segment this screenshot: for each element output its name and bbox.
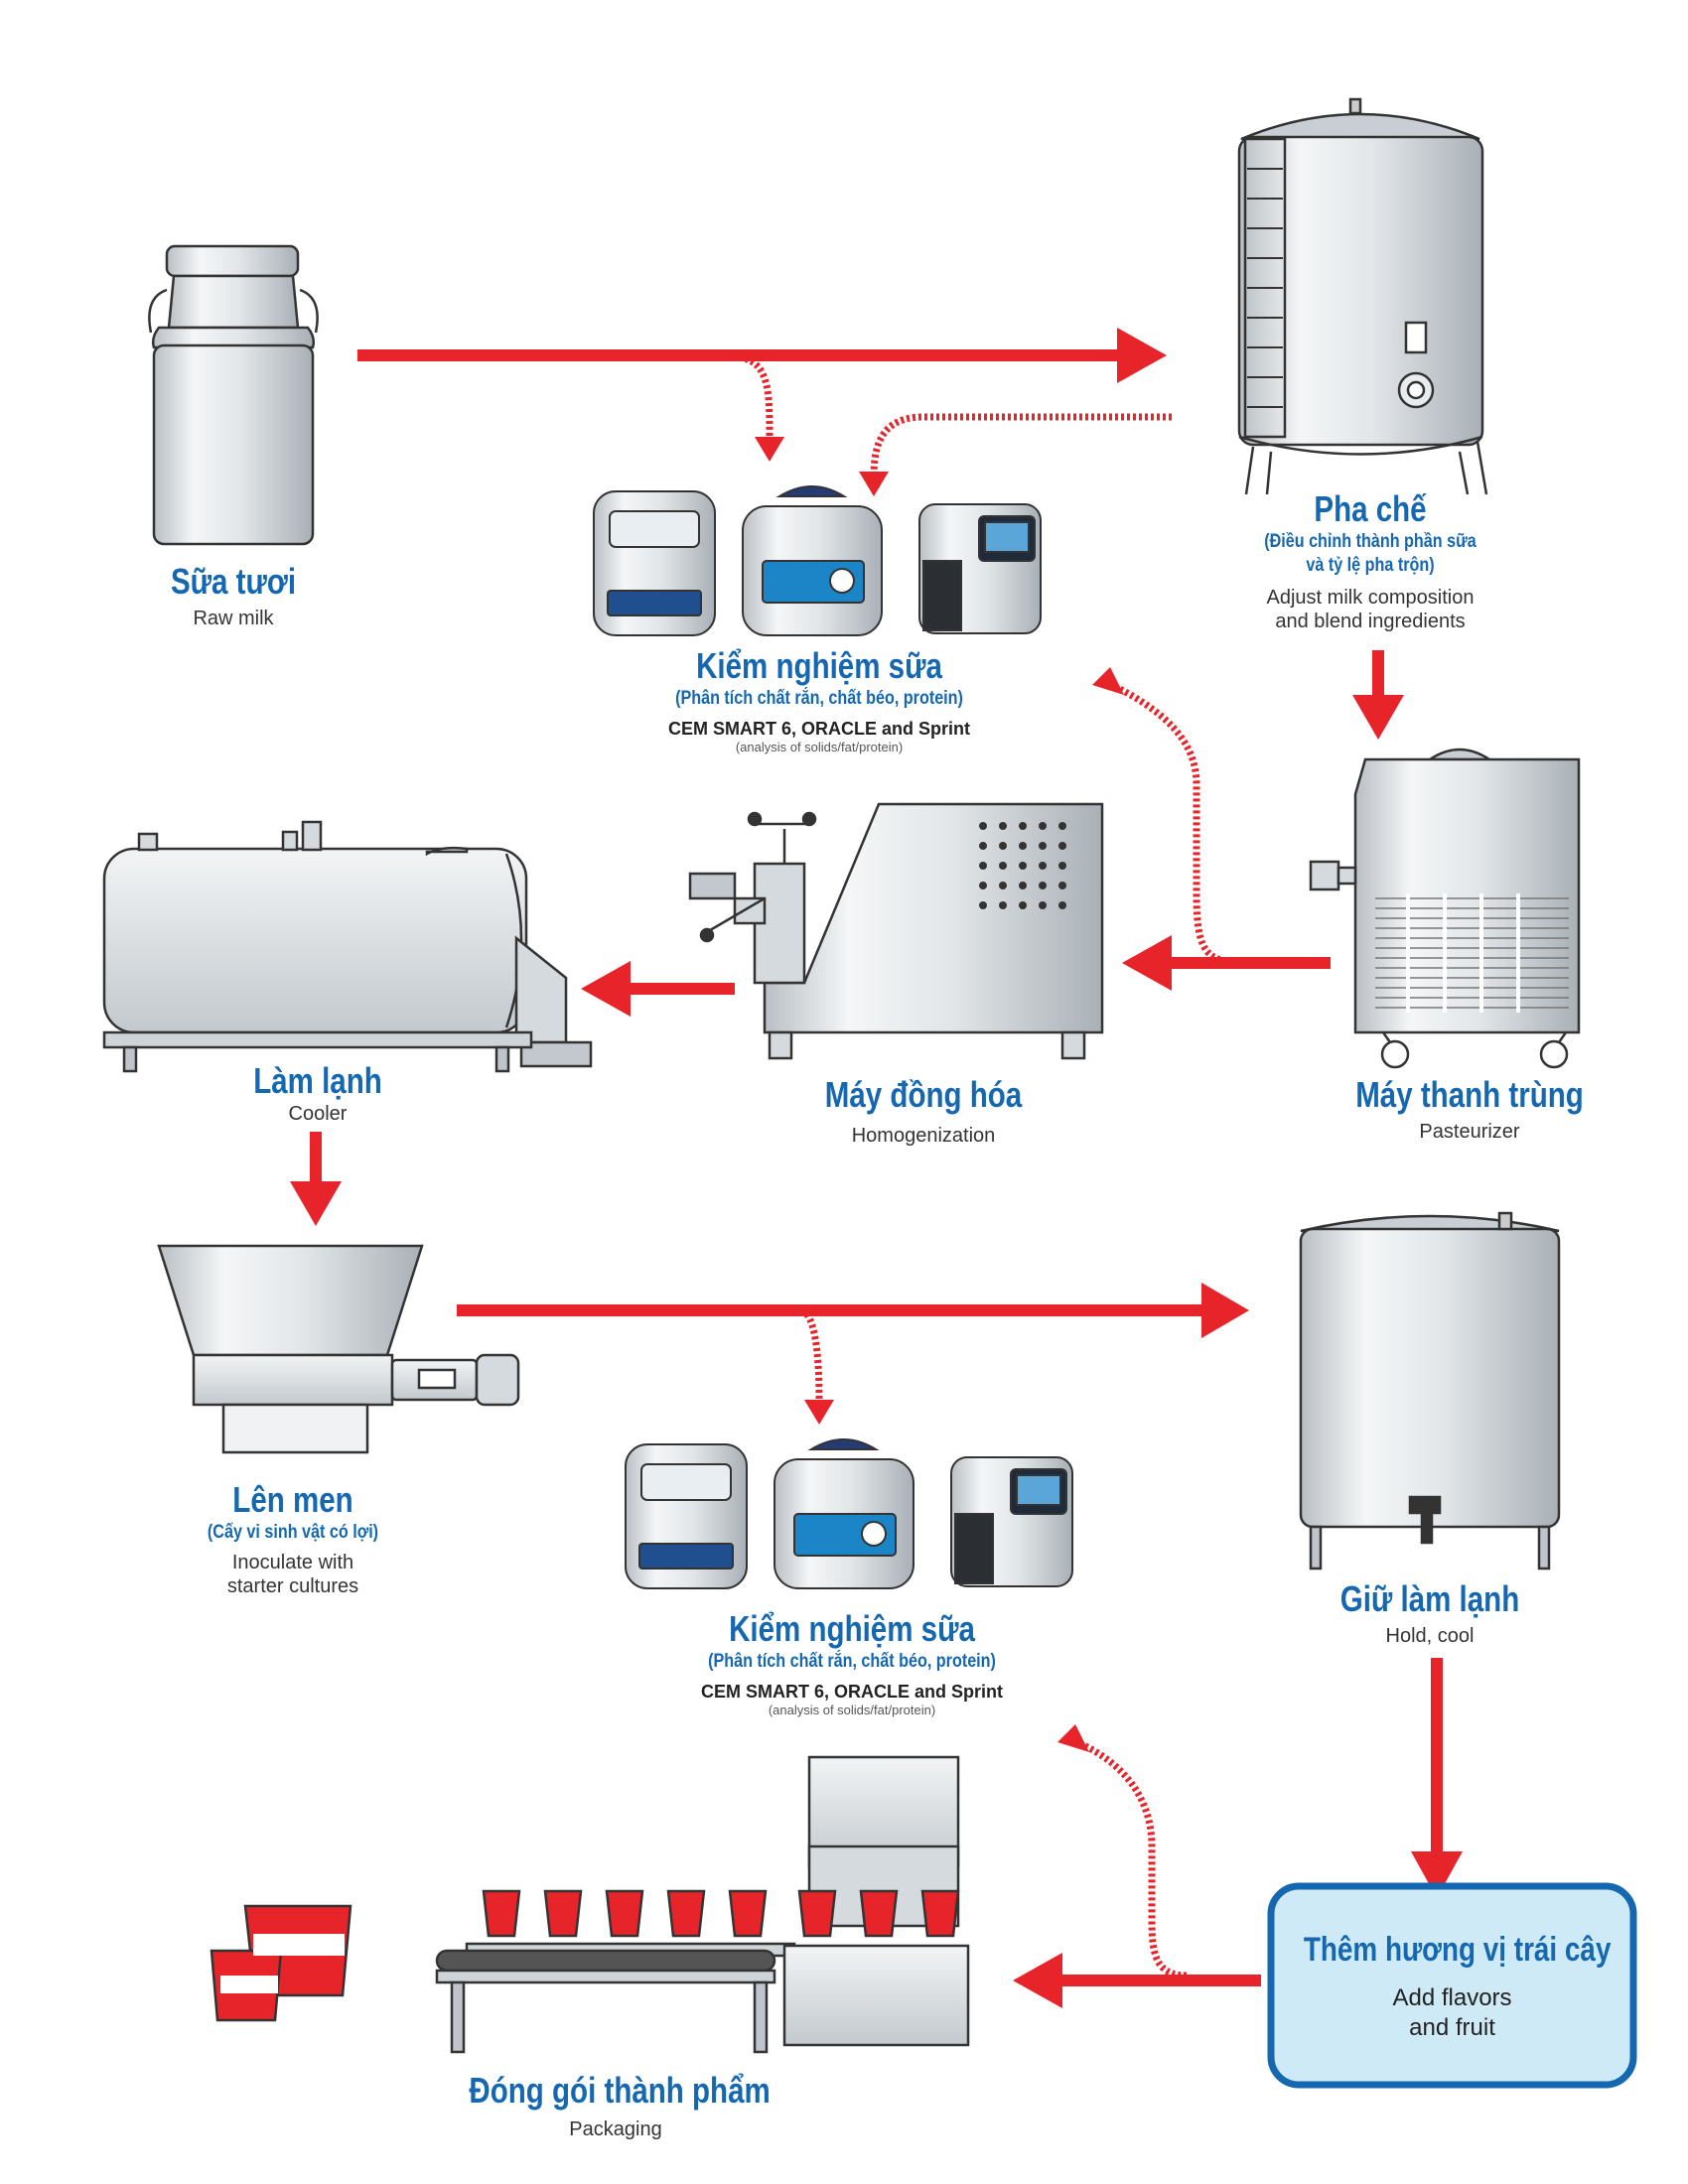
- dotted-arrow-sample-1: [739, 353, 774, 438]
- pasteurizer-label: Máy thanh trùng Pasteurizer: [1321, 1074, 1618, 1144]
- homogenizer-illustration: [688, 802, 1104, 1060]
- fermentation-title: Lên men: [232, 1479, 353, 1520]
- testing-1-title: Kiểm nghiệm sữa: [696, 645, 942, 686]
- hold-cool-subtitle: Hold, cool: [1385, 1625, 1475, 1647]
- fermentation-label: Lên men (Cấy vi sinh vật có lợi) Inocula…: [154, 1479, 432, 1598]
- dotted-arrow-sample-3: [1110, 681, 1232, 965]
- pasteurizer-illustration: [1309, 748, 1581, 1069]
- cooler-subtitle: Cooler: [288, 1103, 348, 1125]
- arrow-homogenizer-to-cooler: [581, 961, 735, 1017]
- testing-1-label: Kiểm nghiệm sữa (Phân tích chất rắn, chấ…: [591, 645, 1048, 754]
- fermentation-en-description: Inoculate with starter cultures: [226, 1552, 359, 1597]
- testing-2-analysis: (analysis of solids/fat/protein): [768, 1703, 936, 1717]
- pasteurizer-subtitle: Pasteurizer: [1419, 1121, 1520, 1143]
- mixing-tank-illustration: [1237, 97, 1488, 495]
- testing-1-instruments: CEM SMART 6, ORACLE and Sprint: [667, 719, 970, 739]
- hold-cool-label: Giữ làm lạnh Hold, cool: [1301, 1578, 1559, 1648]
- testing-2-title: Kiểm nghiệm sữa: [729, 1608, 975, 1649]
- testing-instruments-2: [625, 1438, 1073, 1589]
- arrow-fermentation-to-hold: [457, 1283, 1249, 1338]
- arrow-cooler-to-fermentation: [290, 1132, 342, 1226]
- fermentation-vn-description: (Cấy vi sinh vật có lợi): [207, 1522, 379, 1543]
- arrow-hold-to-flavors: [1411, 1658, 1463, 1898]
- hold-cool-tank-illustration: [1299, 1211, 1561, 1570]
- cooler-tank-illustration: [102, 820, 593, 1073]
- cooler-title: Làm lạnh: [253, 1060, 382, 1101]
- mixing-en-description: Adjust milk composition and blend ingred…: [1266, 587, 1475, 632]
- fermentation-tank-illustration: [157, 1244, 520, 1454]
- packaging-subtitle: Packaging: [569, 2118, 662, 2140]
- flavors-title: Thêm hương vị trái cây: [1303, 1931, 1612, 1969]
- packaging-line-illustration: [210, 1755, 970, 2054]
- homogenization-subtitle: Homogenization: [851, 1125, 996, 1147]
- testing-2-label: Kiểm nghiệm sữa (Phân tích chất rắn, chấ…: [624, 1608, 1080, 1717]
- hold-cool-title: Giữ làm lạnh: [1339, 1578, 1520, 1619]
- testing-2-instruments: CEM SMART 6, ORACLE and Sprint: [700, 1682, 1003, 1702]
- homogenization-title: Máy đồng hóa: [824, 1074, 1023, 1115]
- dotted-arrow-sample-5: [1075, 1738, 1188, 1979]
- testing-instruments-1: [593, 485, 1042, 636]
- testing-1-analysis: (analysis of solids/fat/protein): [735, 740, 904, 754]
- dotted-arrow-sample-4: [800, 1306, 823, 1401]
- packaging-title: Đóng gói thành phẩm: [469, 2070, 771, 2111]
- pasteurizer-title: Máy thanh trùng: [1355, 1074, 1584, 1115]
- dotted-arrow-sample-2: [870, 413, 1172, 478]
- homogenization-label: Máy đồng hóa Homogenization: [784, 1074, 1062, 1148]
- testing-2-vn-description: (Phân tích chất rắn, chất béo, protein): [708, 1651, 996, 1672]
- raw-milk-label: Sữa tươi Raw milk: [129, 561, 338, 630]
- testing-1-vn-description: (Phân tích chất rắn, chất béo, protein): [675, 688, 963, 709]
- arrow-pasteurizer-to-homogenizer: [1122, 935, 1331, 991]
- packaging-label: Đóng gói thành phẩm Packaging: [437, 2070, 794, 2141]
- raw-milk-subtitle: Raw milk: [193, 608, 274, 629]
- mixing-label: Pha chế (Điều chỉnh thành phần sữa và tỷ…: [1211, 488, 1529, 633]
- cooler-label: Làm lạnh Cooler: [218, 1060, 417, 1126]
- arrow-raw-to-mixing: [357, 328, 1167, 383]
- mixing-title: Pha chế: [1314, 488, 1427, 529]
- flavors-subtitle: Add flavors and fruit: [1392, 1984, 1512, 2041]
- flavors-box: [1267, 1882, 1637, 2089]
- mixing-vn-description: (Điều chỉnh thành phần sữa và tỷ lệ pha …: [1264, 531, 1477, 576]
- raw-milk-title: Sữa tươi: [170, 561, 297, 602]
- milk-can-illustration: [148, 244, 319, 546]
- flavors-label: Thêm hương vị trái cây Add flavors and f…: [1271, 1931, 1633, 2043]
- arrow-mixing-to-pasteurizer: [1352, 650, 1404, 740]
- arrow-flavors-to-packaging: [1013, 1953, 1261, 2008]
